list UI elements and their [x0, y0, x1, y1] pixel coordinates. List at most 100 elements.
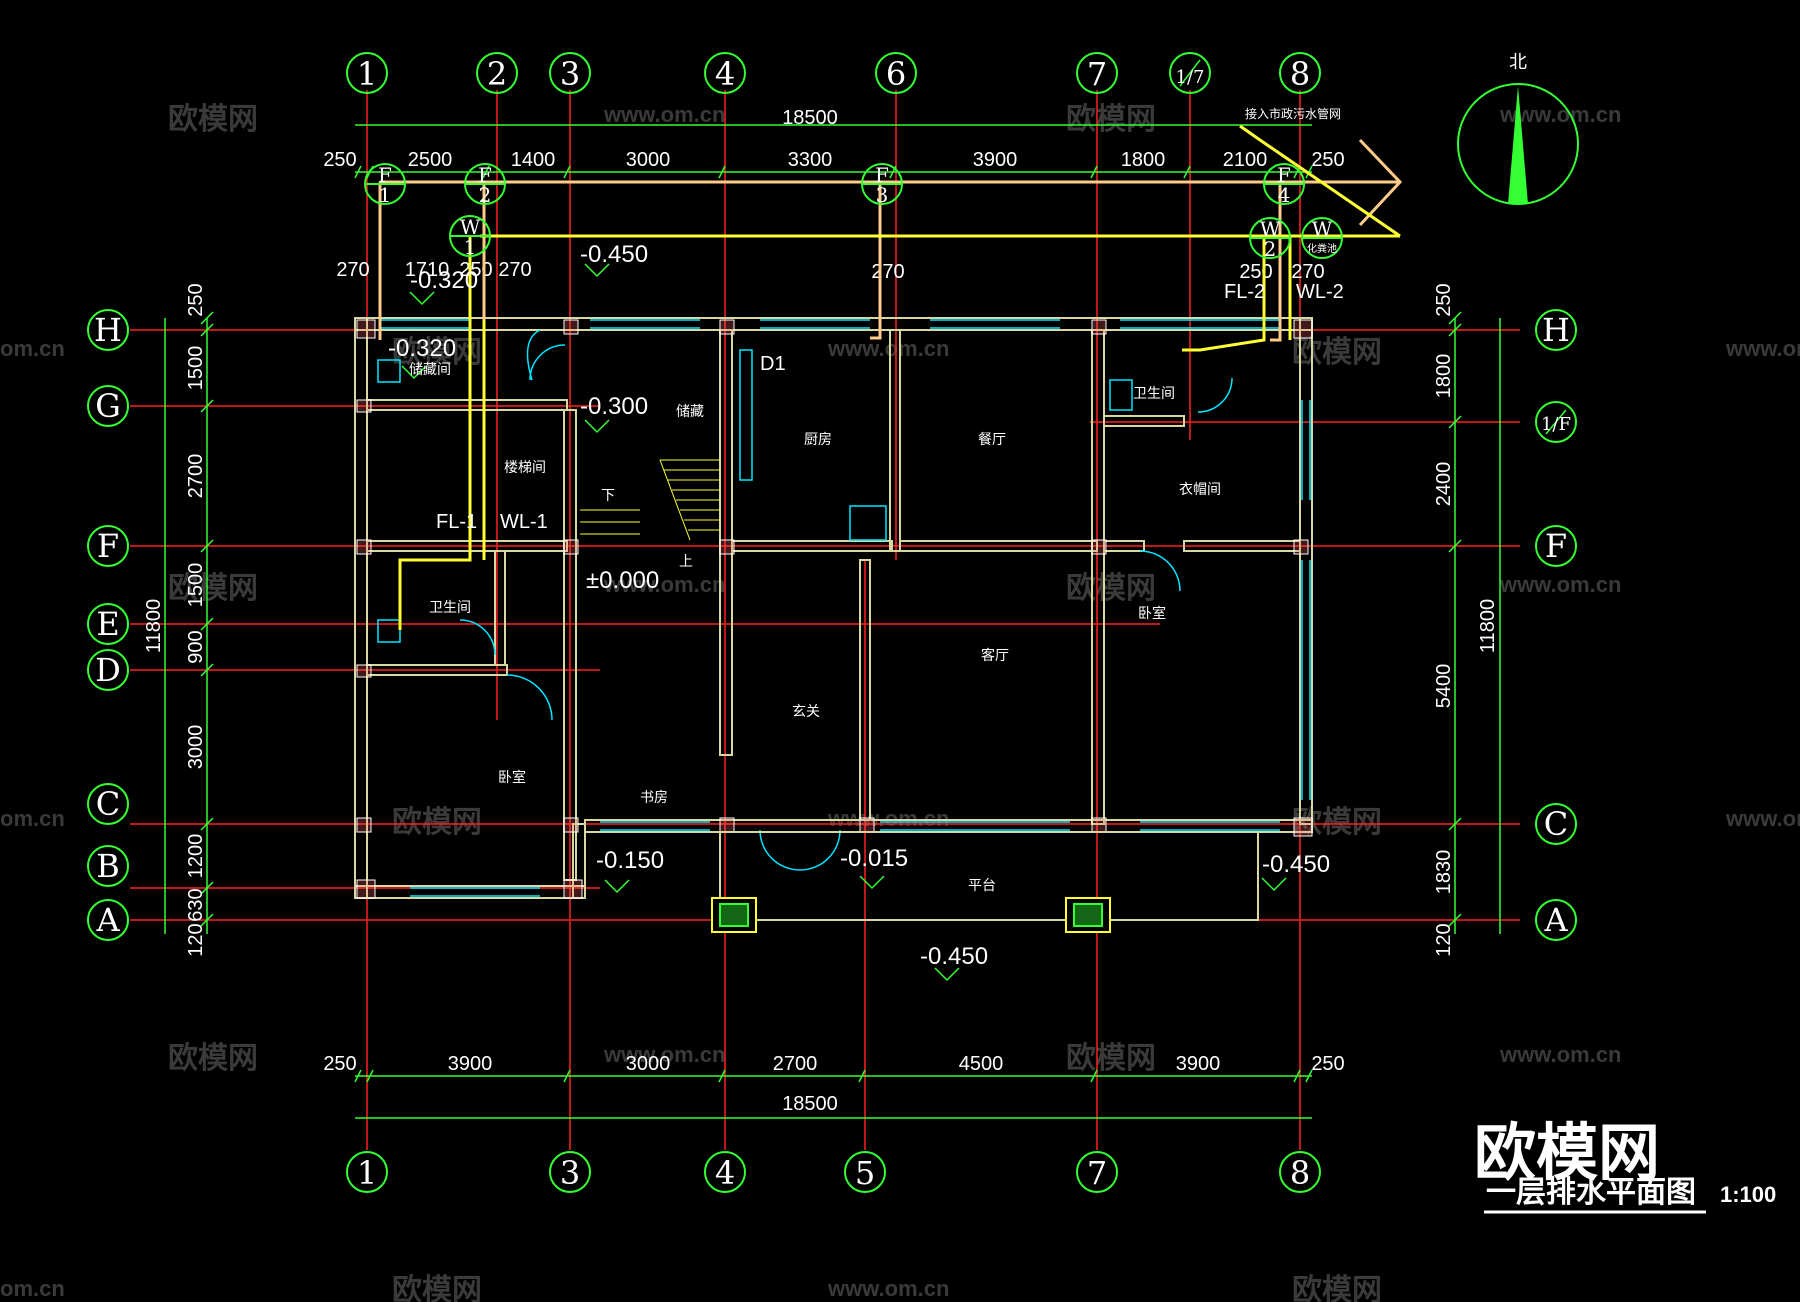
- axis-label-right: H: [1542, 311, 1570, 349]
- dim-top-seg: 250: [323, 149, 356, 171]
- watermark-url: www.om.cn: [603, 1042, 725, 1067]
- windows: [377, 319, 1311, 897]
- watermark-text: 欧模网: [1066, 572, 1156, 605]
- title-block: 欧模网 一层排水平面图 1:100: [1474, 1119, 1776, 1214]
- dim-right-seg: 5400: [1433, 664, 1455, 709]
- dim-top-seg: 1800: [1121, 149, 1166, 171]
- pipe-tag-w2-num: 2: [1264, 237, 1277, 261]
- axis-label-bottom: 7: [1087, 1154, 1107, 1192]
- watermark-text: 欧模网: [168, 1042, 258, 1075]
- dim-top-seg: 2500: [408, 149, 453, 171]
- watermark-url: www.om.cn: [827, 806, 949, 831]
- axis-label-top: 1/7: [1176, 67, 1205, 88]
- axis-label-top: 3: [560, 55, 580, 93]
- room-label: 楼梯间: [504, 459, 546, 475]
- dim-left-seg: 1500: [185, 563, 207, 608]
- brand-mark: 欧模网: [1474, 1119, 1660, 1188]
- pipe-tag-w3: W: [1312, 217, 1333, 241]
- dim-bottom-seg: 250: [323, 1053, 356, 1075]
- pipe-tag-w2: W: [1260, 217, 1281, 241]
- dim-right-seg: 120: [1433, 923, 1455, 956]
- elevation-label: -0.450: [920, 943, 988, 970]
- watermark-url: om.cn: [0, 806, 65, 831]
- porch: [711, 831, 1259, 933]
- elevation-marks: [401, 263, 1287, 982]
- watermark-text: 欧模网: [1292, 1274, 1382, 1302]
- dim-bottom-seg: 250: [1311, 1053, 1344, 1075]
- elevation-label: -0.450: [580, 241, 648, 268]
- dim-top-seg: 3300: [788, 149, 833, 171]
- pipe-tag-f2-num: 2: [479, 183, 492, 207]
- dim-left-seg: 630: [185, 888, 207, 921]
- elevation-label: -0.015: [840, 845, 908, 872]
- axis-label-top: 7: [1087, 55, 1107, 93]
- pipe-tag-w3-note: 化粪池: [1307, 242, 1337, 255]
- dim-bottom-total: 18500: [782, 1093, 838, 1115]
- watermark-text: 欧模网: [168, 103, 258, 136]
- dim-right-seg: 1800: [1433, 354, 1455, 399]
- dim-left-seg: 120: [185, 923, 207, 956]
- waste-pipes: [398, 124, 1401, 630]
- axis-label-top: 2: [487, 55, 507, 93]
- pipe-tag-f1-num: 1: [379, 183, 392, 207]
- pipe-tag-f4-num: 4: [1278, 183, 1291, 207]
- pipe-label-d1: D1: [760, 353, 786, 375]
- watermark-text: 欧模网: [1066, 1042, 1156, 1075]
- dim-top-seg: 1400: [511, 149, 556, 171]
- pipe-label-fl1: FL-1: [436, 511, 477, 533]
- dimension-texts: 18500 250 2500 1400 3000 3300 3900 1800 …: [143, 107, 1499, 1115]
- axis-label-left: B: [96, 847, 120, 885]
- watermarks: 欧模网 www.om.cn 欧模网 www.om.cn om.cn 欧模网 ww…: [0, 102, 1800, 1302]
- axis-label-left: H: [94, 311, 122, 349]
- axis-label-bottom: 5: [855, 1154, 875, 1192]
- axis-label-right: A: [1543, 901, 1568, 939]
- watermark-url: om.cn: [0, 336, 65, 361]
- pipe-tag-f3-num: 3: [876, 183, 889, 207]
- drawing-title: 一层排水平面图: [1486, 1176, 1696, 1209]
- room-labels: 储藏间 楼梯间 储藏 厨房 餐厅 卫生间 衣帽间 卫生间 卧室 卧室 客厅 书房…: [409, 361, 1221, 893]
- stair-label: 上: [679, 553, 693, 569]
- watermark-text: 欧模网: [1292, 336, 1382, 369]
- pipe-label-fl2: FL-2: [1224, 281, 1265, 303]
- dim-left-seg: 1200: [185, 834, 207, 879]
- dim-left-total: 11800: [143, 599, 165, 653]
- room-label: 玄关: [792, 703, 820, 719]
- watermark-url: www.om.cn: [603, 102, 725, 127]
- watermark-url: www.om.cn: [1725, 336, 1800, 361]
- watermark-url: om.cn: [0, 1276, 65, 1301]
- axis-label-right: 1/F: [1541, 414, 1571, 435]
- pipe-tag-w1: W: [460, 215, 481, 239]
- pipe-tag-texts: F 1 F 2 F 3 F 4 W 1 W 2 W 化粪池: [378, 163, 1337, 261]
- dim-bottom-seg: 4500: [959, 1053, 1004, 1075]
- axis-label-top: 8: [1290, 55, 1310, 93]
- elevation-label: -0.320: [388, 335, 456, 362]
- dim-top-total: 18500: [782, 107, 838, 129]
- axis-label-bottom: 8: [1290, 1154, 1310, 1192]
- stairs: [580, 459, 720, 541]
- axis-label-left: F: [97, 527, 119, 565]
- dim-left-seg: 900: [185, 630, 207, 663]
- dim-right-total: 11800: [1477, 599, 1499, 653]
- axis-label-left: A: [95, 901, 120, 939]
- watermark-url: www.om.cn: [827, 336, 949, 361]
- dim-right-seg: 1830: [1433, 850, 1455, 895]
- axis-label-top: 4: [715, 55, 735, 93]
- watermark-text: 欧模网: [392, 806, 482, 839]
- dim-top-seg: 250: [1311, 149, 1344, 171]
- watermark-text: 欧模网: [392, 336, 482, 369]
- watermark-url: www.om.cn: [1725, 806, 1800, 831]
- room-label: 卧室: [1138, 605, 1166, 621]
- axis-label-left: E: [96, 605, 119, 643]
- dim-right-seg: 2400: [1433, 462, 1455, 507]
- dim-pipe-offset: 270: [1291, 261, 1324, 283]
- pipe-tag-f4: F: [1277, 163, 1291, 187]
- dim-top-seg: 3900: [973, 149, 1018, 171]
- dim-pipe-offset: 1710: [405, 259, 450, 281]
- axis-label-bottom: 3: [560, 1154, 580, 1192]
- elevation-label: ±0.000: [586, 567, 659, 594]
- pipe-label-texts: FL-1 WL-1 FL-2 WL-2 接入市政污水管网 D1: [436, 106, 1344, 533]
- room-label: 客厅: [981, 647, 1009, 663]
- pipe-tag-circles: [364, 163, 1343, 259]
- watermark-text: 欧模网: [1066, 103, 1156, 136]
